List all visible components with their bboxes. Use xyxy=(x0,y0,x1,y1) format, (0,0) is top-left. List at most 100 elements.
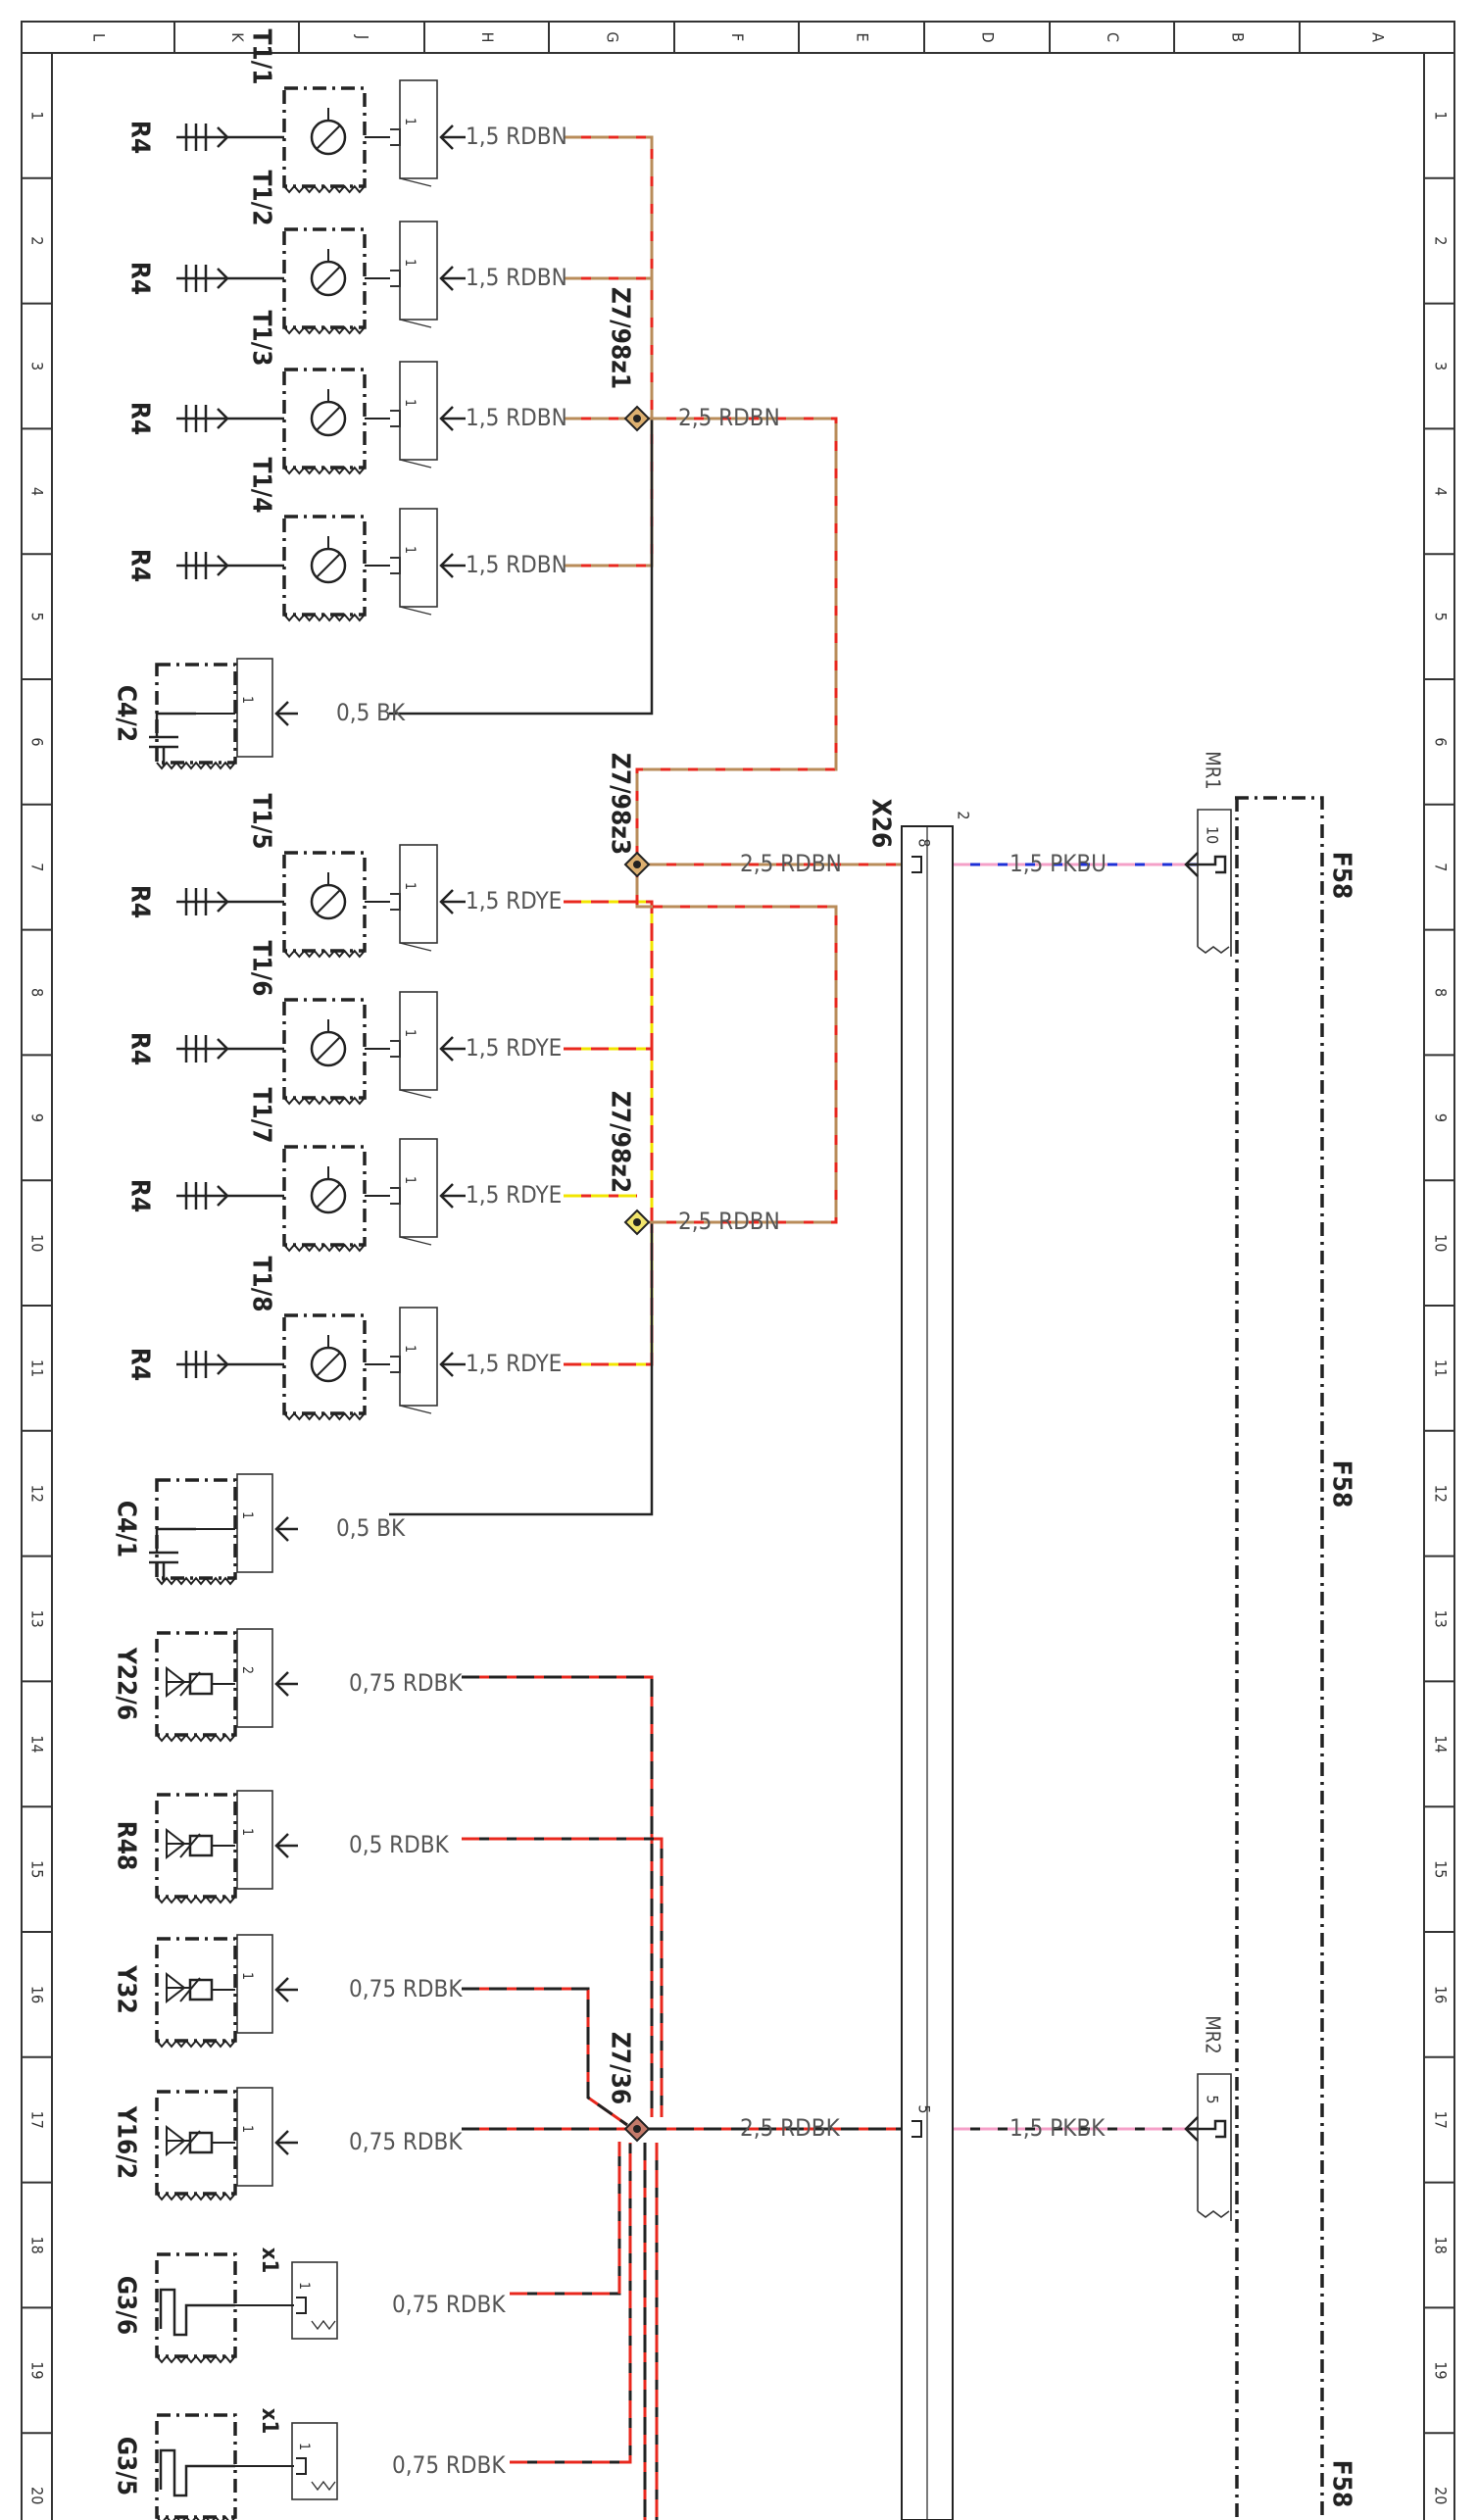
row-label-left: 19 xyxy=(28,2361,47,2379)
valve-11-id-label: R48 xyxy=(112,1821,141,1871)
row-label-left: 17 xyxy=(28,2111,47,2129)
capacitor-4-pin-number: 1 xyxy=(239,696,255,704)
wire-rdye-stripe xyxy=(564,1047,654,1222)
lamp-3-connector-slant xyxy=(399,606,432,616)
x26-pin-a: 8 xyxy=(915,838,934,847)
lamp-6-ref-label: R4 xyxy=(125,1032,155,1065)
lamp-2-pin-number: 1 xyxy=(402,399,418,407)
sensor-14-ground-zigzag xyxy=(156,2354,236,2364)
lamp-7-pin xyxy=(390,1187,401,1205)
wire-label: 0,5 BK xyxy=(336,1514,406,1542)
lamp-8-pin-number: 1 xyxy=(402,1345,418,1353)
splice-z1-dot xyxy=(633,415,641,422)
valve-12-pin-number: 1 xyxy=(239,1972,255,1980)
row-label-left: 20 xyxy=(28,2487,47,2504)
wire-layer xyxy=(389,135,1198,2520)
wire-label: 1,5 RDBN xyxy=(466,551,567,578)
lamp-6-id-label: T1/6 xyxy=(247,940,276,996)
row-label-left: 14 xyxy=(28,1735,47,1753)
wire-label: 0,75 RDBK xyxy=(392,2451,506,2479)
wire-label: 1,5 RDBN xyxy=(466,404,567,431)
row-label-right: 19 xyxy=(1432,2361,1451,2379)
wire-label: 0,5 BK xyxy=(336,699,406,726)
row-label-left: 15 xyxy=(28,1860,47,1878)
lamp-6-connector-slant xyxy=(399,1089,432,1099)
wire-label-pkbu: 1,5 PKBU xyxy=(1009,850,1107,877)
row-label-left: 2 xyxy=(28,236,47,245)
sensor-15-id-label: G3/5 xyxy=(112,2437,141,2495)
lamp-1-ref-plug xyxy=(176,265,284,292)
row-label-right: 4 xyxy=(1432,487,1451,496)
wire-rdbk-stripe xyxy=(462,1837,664,2117)
x26-pins xyxy=(911,856,922,2138)
column-label: J xyxy=(354,34,372,39)
splice-z2-dot xyxy=(633,1218,641,1226)
lamp-5-ref-label: R4 xyxy=(125,885,155,918)
wire-label: 1,5 RDYE xyxy=(466,1181,562,1209)
sensor-15-ref-label: x1 xyxy=(257,2408,281,2435)
f58-label: F58 xyxy=(1327,2460,1356,2508)
lamp-1-ground-zigzag xyxy=(283,325,366,335)
mr1-pin-number: 10 xyxy=(1204,826,1222,844)
sensor-14-pin xyxy=(235,2297,307,2314)
sensor-14-pin-number: 1 xyxy=(296,2282,312,2290)
valve-13-connector-body xyxy=(236,2087,273,2187)
valve-12-plug-arrow xyxy=(274,1977,298,2002)
valve-10-valve-symbol xyxy=(166,1665,201,1699)
mr1-label: MR1 xyxy=(1202,751,1225,789)
lamp-7-connector-slant xyxy=(399,1236,432,1246)
row-label-right: 20 xyxy=(1432,2487,1451,2504)
column-label: L xyxy=(90,33,109,41)
wire-label: 0,75 RDBK xyxy=(392,2291,506,2318)
valve-10-connector-body xyxy=(236,1628,273,1728)
lamp-1-ref-label: R4 xyxy=(125,262,155,295)
outer-border xyxy=(21,21,1455,2520)
lamp-0-pin xyxy=(390,128,401,146)
column-label: C xyxy=(1104,32,1122,42)
lamp-7-ref-plug xyxy=(176,1182,284,1210)
lamp-7-ref-label: R4 xyxy=(125,1179,155,1212)
wire-label: 1,5 RDBN xyxy=(466,264,567,291)
lamp-0-connector-slant xyxy=(399,177,432,187)
wire-rdbk-stripe xyxy=(510,2143,632,2464)
capacitor-9-ground-zigzag xyxy=(156,1576,236,1586)
lamp-8-ref-plug xyxy=(176,1351,284,1378)
lamp-1-id-label: T1/2 xyxy=(247,170,276,225)
capacitor-4-connector-body xyxy=(236,658,273,758)
mr2-pin xyxy=(1184,2116,1227,2142)
sensor-15-element xyxy=(159,2448,235,2497)
lamp-6-ref-plug xyxy=(176,1035,284,1062)
capacitor-9-pin-number: 1 xyxy=(239,1511,255,1519)
row-label-right: 2 xyxy=(1432,236,1451,245)
f58-label: F58 xyxy=(1327,1460,1356,1508)
lamp-5-ref-plug xyxy=(176,888,284,915)
trunk-z1-z3-stripe xyxy=(635,417,838,853)
capacitor-4-id-label: C4/2 xyxy=(112,685,141,742)
capacitor-4-plates xyxy=(149,712,196,766)
row-label-left: 11 xyxy=(28,1359,47,1377)
lamp-8-id-label: T1/8 xyxy=(247,1256,276,1311)
splice-label-z2: Z7/98z2 xyxy=(606,1091,635,1193)
lamp-3-ground-zigzag xyxy=(283,613,366,622)
lamp-5-connector-slant xyxy=(399,942,432,952)
lamp-8-filament xyxy=(316,1352,341,1377)
column-label: F xyxy=(728,33,747,41)
valve-12-valve-symbol xyxy=(166,1971,201,2004)
trunk-label-w4: 2,5 RDBK xyxy=(740,2114,841,2142)
sensor-15-connector-body xyxy=(291,2422,338,2500)
row-label-right: 10 xyxy=(1432,1234,1451,1252)
row-label-left: 10 xyxy=(28,1234,47,1252)
trunk-label-w3: 2,5 RDBN xyxy=(678,1208,780,1235)
lamp-5-pin xyxy=(390,893,401,911)
row-label-right: 3 xyxy=(1432,362,1451,371)
component-layer: 1R4T1/11R4T1/21R4T1/31R4T1/41C4/21R4T1/5… xyxy=(112,28,1324,2520)
splice-label-z1: Z7/98z1 xyxy=(606,287,635,389)
mr2-label: MR2 xyxy=(1202,2015,1225,2053)
valve-11-plug-arrow xyxy=(274,1833,298,1858)
lamp-2-pin xyxy=(390,410,401,427)
valve-12-id-label: Y32 xyxy=(112,1964,141,2014)
lamp-2-connector-slant xyxy=(399,459,432,469)
valve-13-pin-number: 1 xyxy=(239,2125,255,2133)
